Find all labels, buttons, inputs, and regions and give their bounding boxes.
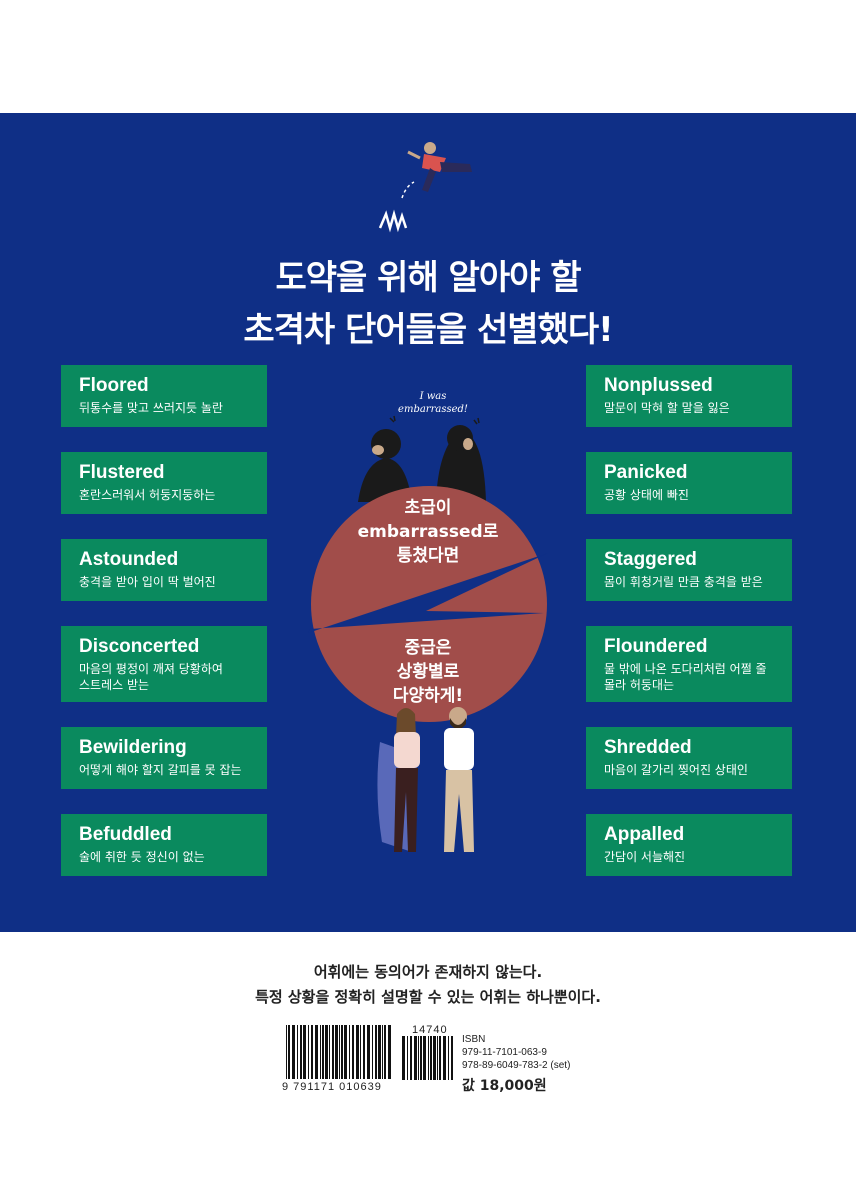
card-word: Floundered	[604, 636, 708, 657]
barcode-bar	[437, 1036, 438, 1080]
barcode-bar	[418, 1036, 419, 1080]
card-meaning: 간담이 서늘해진	[604, 850, 686, 864]
card-word: Appalled	[604, 824, 685, 845]
barcode-bar	[303, 1025, 306, 1079]
barcode-bar	[407, 1036, 408, 1080]
couple-illustration	[377, 707, 474, 852]
circle-bottom-text: 중급은 상황별로 다양하게!	[392, 638, 464, 706]
barcode-bar	[439, 1036, 441, 1080]
word-card-floored: Floored 뒤통수를 맞고 쓰러지듯 놀란	[61, 365, 267, 427]
card-meaning: 마음이 갈가리 찢어진 상태인	[604, 763, 748, 777]
barcode-bar	[378, 1025, 381, 1079]
card-word: Shredded	[604, 737, 692, 758]
barcode-bar	[339, 1025, 340, 1079]
barcode-bar	[360, 1025, 361, 1079]
barcode-bar	[335, 1025, 338, 1079]
card-word: Staggered	[604, 549, 697, 570]
card-word: Floored	[79, 375, 149, 396]
word-card-staggered: Staggered 몸이 휘청거릴 만큼 충격을 받은	[586, 539, 792, 601]
bottom-text-line-2: 특정 상황을 정확히 설명할 수 있는 어휘는 하나뿐이다.	[255, 988, 601, 1006]
barcode-bar	[356, 1025, 359, 1079]
isbn-label: ISBN	[462, 1034, 486, 1045]
headline-line-1: 도약을 위해 알아야 할	[275, 258, 581, 298]
card-meaning: 공황 상태에 빠진	[604, 488, 689, 502]
barcode-bar	[367, 1025, 370, 1079]
barcode-bar	[420, 1036, 422, 1080]
barcode-bar	[325, 1025, 328, 1079]
barcode-bar	[375, 1025, 377, 1079]
word-card-befuddled: Befuddled 술에 취한 듯 정신이 없는	[61, 814, 267, 876]
barcode-bar	[315, 1025, 318, 1079]
barcode-bar	[428, 1036, 429, 1080]
isbn-barcode	[286, 1025, 391, 1079]
barcode-bar	[292, 1025, 295, 1079]
barcode-bar	[372, 1025, 373, 1079]
barcode-bar	[384, 1025, 386, 1079]
card-meaning: 술에 취한 듯 정신이 없는	[79, 850, 205, 864]
card-word: Befuddled	[79, 824, 172, 845]
barcode-bar	[286, 1025, 287, 1079]
card-word: Bewildering	[79, 737, 187, 758]
barcode-bar	[332, 1025, 334, 1079]
barcode-main-number: 9 791171 010639	[282, 1081, 382, 1093]
card-meaning: 몸이 휘청거릴 만큼 충격을 받은	[604, 575, 763, 589]
card-word: Nonplussed	[604, 375, 713, 396]
jumping-person-illustration	[378, 142, 472, 233]
barcode-bar	[341, 1025, 343, 1079]
isbn-set-number: 978-89-6049-783-2 (set)	[462, 1060, 571, 1071]
card-word: Astounded	[79, 549, 179, 570]
barcode-bar	[308, 1025, 309, 1079]
barcode-bar	[414, 1036, 417, 1080]
card-word: Flustered	[79, 462, 165, 483]
barcode-bar	[297, 1025, 298, 1079]
isbn-number: 979-11-7101-063-9	[462, 1047, 547, 1058]
barcode-bar	[448, 1036, 449, 1080]
word-card-astounded: Astounded 충격을 받아 입이 딱 벌어진	[61, 539, 267, 601]
split-circle-graphic	[308, 486, 548, 722]
barcode-bar	[349, 1025, 350, 1079]
barcode-bar	[300, 1025, 302, 1079]
card-word: Disconcerted	[79, 636, 200, 657]
bottom-text-line-1: 어휘에는 동의어가 존재하지 않는다.	[313, 963, 543, 981]
barcode-bar	[352, 1025, 354, 1079]
barcode-bar	[430, 1036, 432, 1080]
circle-top-text: 초급이 embarrassed로 퉁쳤다면	[357, 498, 499, 566]
barcode-bar	[410, 1036, 412, 1080]
word-card-nonplussed: Nonplussed 말문이 막혀 할 말을 잃은	[586, 365, 792, 427]
barcode-bar	[322, 1025, 324, 1079]
card-meaning: 말문이 막혀 할 말을 잃은	[604, 401, 730, 415]
barcode-bar	[451, 1036, 453, 1080]
barcode-bar	[363, 1025, 365, 1079]
card-meaning: 마음의 평정이 깨져 당황하여 스트레스 받는	[79, 662, 223, 692]
barcode-bar	[311, 1025, 313, 1079]
word-card-floundered: Floundered 물 밖에 나온 도다리처럼 어쩔 줄 몰라 허둥대는	[586, 626, 792, 702]
word-card-flustered: Flustered 혼란스러워서 허둥지둥하는	[61, 452, 267, 514]
word-card-appalled: Appalled 간담이 서늘해진	[586, 814, 792, 876]
barcode-bar	[344, 1025, 347, 1079]
price-label: 값 18,000원	[462, 1078, 547, 1094]
barcode-bar	[443, 1036, 446, 1080]
barcode-bar	[402, 1036, 405, 1080]
card-meaning: 물 밖에 나온 도다리처럼 어쩔 줄 몰라 허둥대는	[604, 662, 767, 692]
speech-bubble-text: I was embarrassed!	[398, 391, 468, 415]
barcode-bar	[423, 1036, 426, 1080]
barcode-bar	[329, 1025, 330, 1079]
card-word: Panicked	[604, 462, 688, 483]
headline-line-2: 초격차 단어들을 선별했다!	[243, 310, 613, 350]
card-meaning: 혼란스러워서 허둥지둥하는	[79, 488, 216, 502]
card-meaning: 충격을 받아 입이 딱 벌어진	[79, 575, 216, 589]
word-card-shredded: Shredded 마음이 갈가리 찢어진 상태인	[586, 727, 792, 789]
word-card-bewildering: Bewildering 어떻게 해야 할지 갈피를 못 잡는	[61, 727, 267, 789]
barcode-bar	[388, 1025, 391, 1079]
barcode-bar	[433, 1036, 436, 1080]
barcode-bar	[320, 1025, 321, 1079]
card-meaning: 뒤통수를 맞고 쓰러지듯 놀란	[79, 401, 223, 415]
word-card-disconcerted: Disconcerted 마음의 평정이 깨져 당황하여 스트레스 받는	[61, 626, 267, 702]
barcode-bar	[382, 1025, 383, 1079]
card-meaning: 어떻게 해야 할지 갈피를 못 잡는	[79, 763, 242, 777]
addon-barcode	[402, 1036, 453, 1080]
word-card-panicked: Panicked 공황 상태에 빠진	[586, 452, 792, 514]
barcode-bar	[288, 1025, 290, 1079]
barcode-addon-number: 14740	[412, 1024, 448, 1036]
